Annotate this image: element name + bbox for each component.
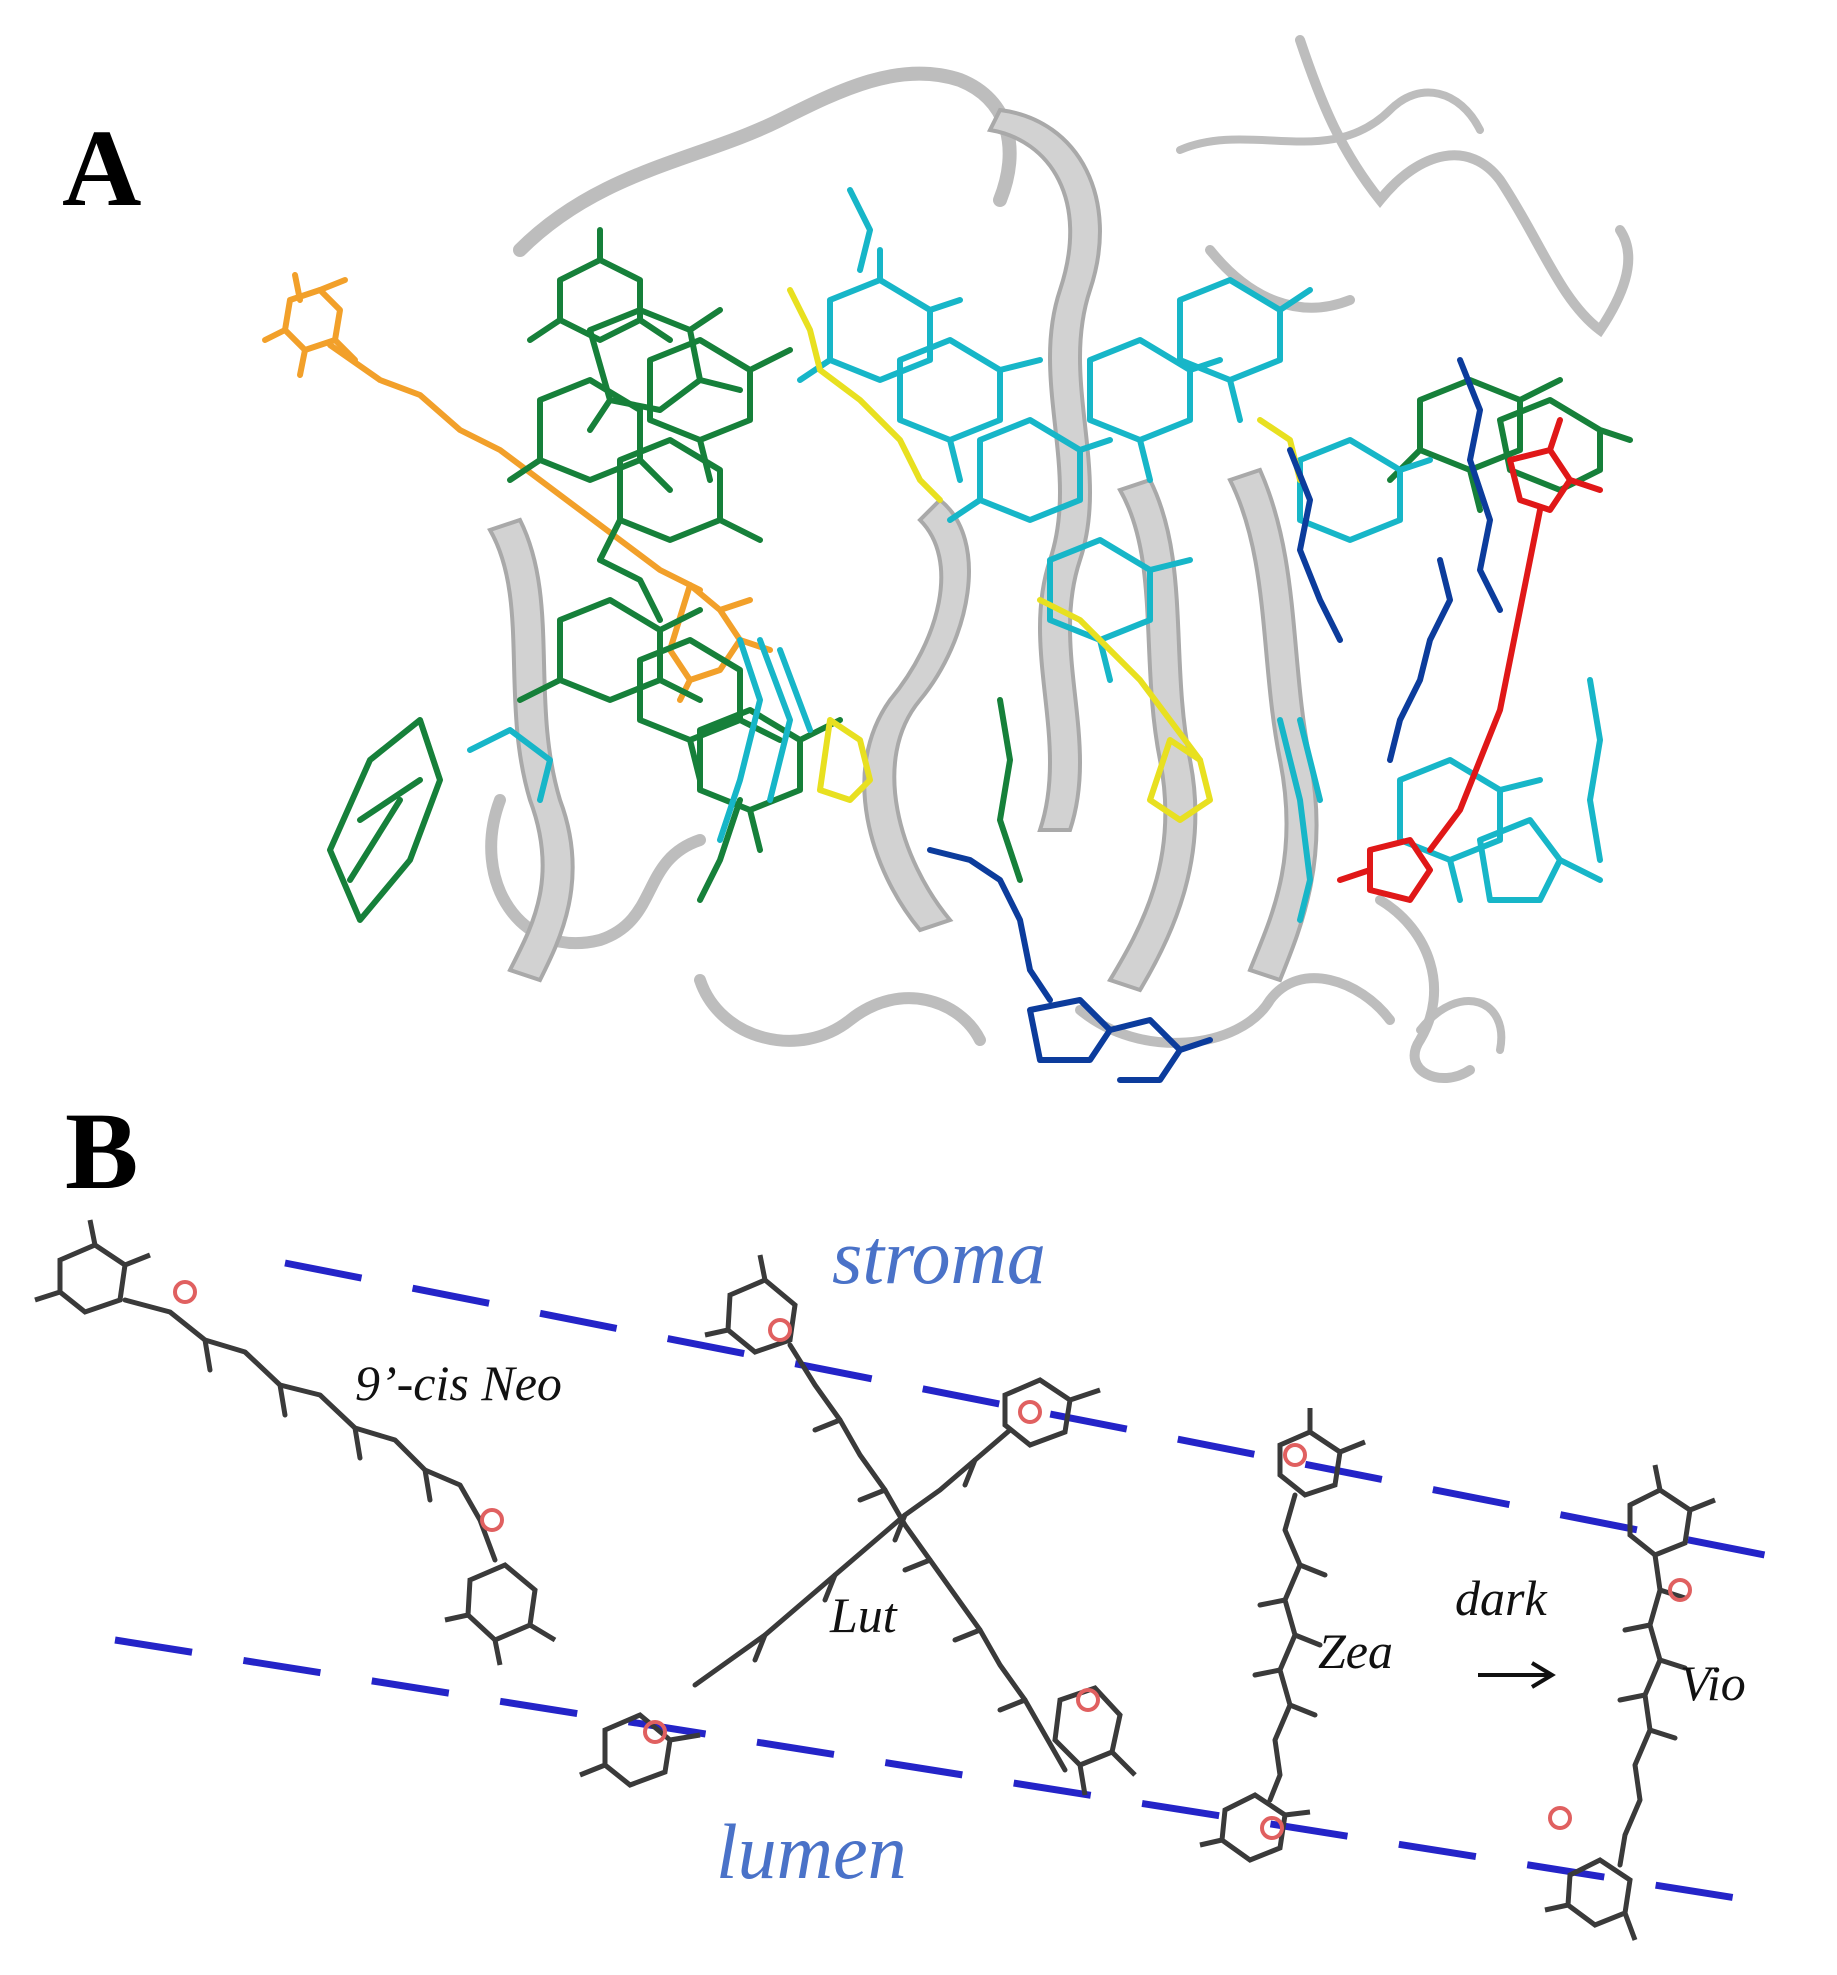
violaxanthin-molecule [1337,417,1603,903]
oxygen-marker [1076,1688,1100,1712]
neoxanthin-molecule [262,272,773,703]
panel-a-letter: A [62,107,141,229]
zeaxanthin-label: Zea [1318,1623,1393,1679]
neoxanthin-structure [34,1219,557,1666]
zeaxanthin-structure [1199,1408,1366,1863]
stroma-label: stroma [832,1213,1046,1300]
protein-ribbon [485,35,1634,1084]
lipid-molecule [927,357,1503,1083]
oxygen-marker [480,1508,504,1532]
oxygen-marker [1018,1400,1042,1424]
oxygen-marker [643,1720,667,1744]
lutein-molecule [787,287,1303,823]
panel-b-letter: B [65,1090,138,1212]
transmembrane-helix [1227,467,1319,983]
chlorophyll-a-cluster [327,227,1633,923]
violaxanthin-structure [1544,1464,1716,1941]
transmembrane-helix [987,107,1102,832]
membrane-boundary-stroma [284,1259,1791,1564]
oxygen-marker [1283,1443,1307,1467]
lutein-label: Lut [829,1587,898,1643]
panel-b: B stroma lumen 9’-cis Neo [34,1090,1791,1941]
transmembrane-helix [1107,477,1198,993]
oxygen-marker [173,1280,197,1304]
oxygen-marker [1548,1806,1572,1830]
lutein-structure [579,1254,1137,1796]
transmembrane-helix [862,497,971,933]
transmembrane-helix [487,517,575,983]
lumen-label: lumen [716,1808,907,1895]
membrane-boundary-lumen [114,1636,1781,1909]
neoxanthin-label: 9’-cis Neo [355,1355,562,1411]
arrow-label: dark [1455,1570,1547,1626]
oxygen-marker [1668,1578,1692,1602]
oxygen-marker [1260,1816,1284,1840]
panel-a: A [62,35,1634,1084]
arrow-right-icon [1478,1661,1556,1689]
oxygen-marker [768,1318,792,1342]
violaxanthin-label: Vio [1680,1655,1746,1711]
